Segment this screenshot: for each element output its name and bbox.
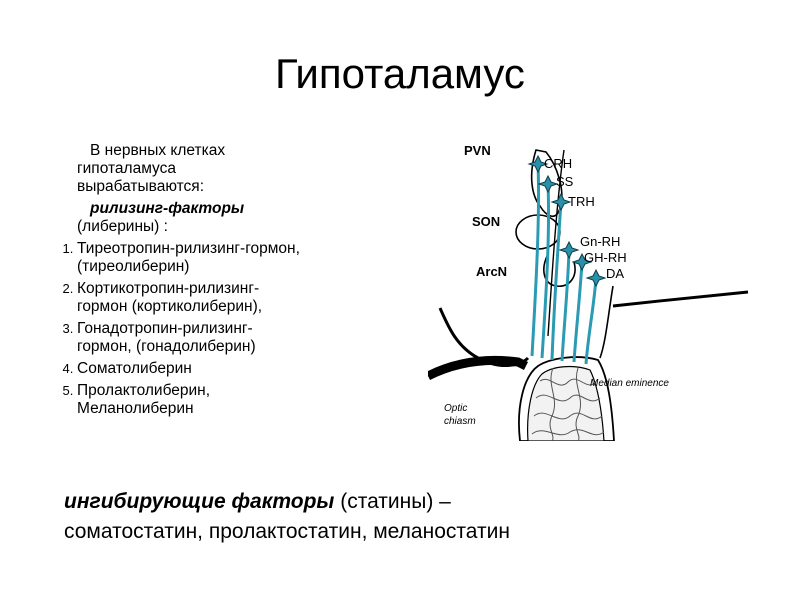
neurons (527, 154, 607, 288)
list-item: Гонадотропин-рилизинг- гормон, (гонадоли… (77, 320, 410, 356)
list-item: Кортикотропин-рилизинг- гормон (кортикол… (77, 280, 410, 316)
releasing-factors-term: рилизинг-факторы (90, 200, 245, 217)
pvn-outline (530, 149, 563, 217)
releasing-factors-note: (либерины) : (77, 218, 168, 235)
hormone-list: Тиреотропин-рилизинг-гормон, (тиреолибер… (40, 240, 410, 418)
trh-label: TRH (568, 194, 595, 209)
neuron-da (585, 268, 607, 288)
list-item: Тиреотропин-рилизинг-гормон, (тиреолибер… (77, 240, 410, 276)
releasing-factors: рилизинг-факторы (либерины) : (40, 200, 410, 236)
neuron-gnrh (558, 240, 580, 260)
content-block: В нервных клетках гипоталамуса вырабатыв… (40, 142, 410, 422)
arcn-label: ArcN (476, 264, 507, 279)
list-item-line: (тиреолиберин) (77, 258, 190, 275)
list-item-line: Меланолиберин (77, 400, 194, 417)
ghrh-label: GH-RH (584, 250, 627, 265)
neuron-crh (527, 154, 549, 174)
hypothalamus-diagram-svg: PVN SON ArcN CRH SS TRH Gn-RH GH-RH DA M… (425, 143, 749, 442)
crh-label: CRH (544, 156, 572, 171)
gnrh-label: Gn-RH (580, 234, 620, 249)
pvn-label: PVN (464, 143, 491, 158)
intro-line-3: вырабатываются: (77, 178, 204, 195)
ss-label: SS (556, 174, 574, 189)
brain-outline-right (612, 290, 749, 308)
neuron-ghrh (571, 252, 593, 272)
list-item-line: гормон (кортиколиберин), (77, 298, 263, 315)
neuron-ss (537, 174, 559, 194)
son-label: SON (472, 214, 500, 229)
optic-chiasm (425, 355, 529, 381)
list-item-line: Кортикотропин-рилизинг- (77, 280, 260, 297)
optic-chiasm-label-1: Optic (444, 403, 467, 414)
inhibiting-factors-term: ингибирующие факторы (64, 490, 335, 513)
inhibiting-factors-line-2: соматостатин, пролактостатин, меланостат… (64, 520, 510, 543)
list-item-line: Гонадотропин-рилизинг- (77, 320, 253, 337)
list-item-line: гормон, (гонадолиберин) (77, 338, 256, 355)
median-eminence-label: Median eminence (590, 378, 669, 389)
list-item: Пролактолиберин, Меланолиберин (77, 382, 410, 418)
intro-text: В нервных клетках гипоталамуса вырабатыв… (40, 142, 410, 196)
intro-line-1: В нервных клетках (90, 142, 226, 159)
optic-chiasm-label-2: chiasm (444, 416, 476, 427)
list-item-line: Пролактолиберин, (77, 382, 211, 399)
inhibiting-factors-line-1: ингибирующие факторы (статины) – (64, 487, 784, 517)
hypothalamus-diagram: PVN SON ArcN CRH SS TRH Gn-RH GH-RH DA M… (425, 136, 753, 446)
list-item: Соматолиберин (77, 360, 410, 378)
slide-title: Гипоталамус (275, 50, 525, 97)
pituitary-stalk-inner (527, 365, 605, 442)
inhibiting-factors-note: (статины) – (334, 490, 451, 513)
neuron-trh (550, 192, 572, 212)
axons (530, 163, 598, 365)
list-item-line: Соматолиберин (77, 360, 192, 377)
hypothalamus-floor-outline (599, 285, 614, 359)
list-item-line: Тиреотропин-рилизинг-гормон, (77, 240, 300, 257)
third-ventricle-outline (547, 149, 565, 337)
inhibiting-factors: ингибирующие факторы (статины) – соматос… (64, 487, 784, 547)
intro-line-2: гипоталамуса (77, 160, 176, 177)
portal-capillaries (531, 367, 605, 442)
da-label: DA (606, 266, 624, 281)
